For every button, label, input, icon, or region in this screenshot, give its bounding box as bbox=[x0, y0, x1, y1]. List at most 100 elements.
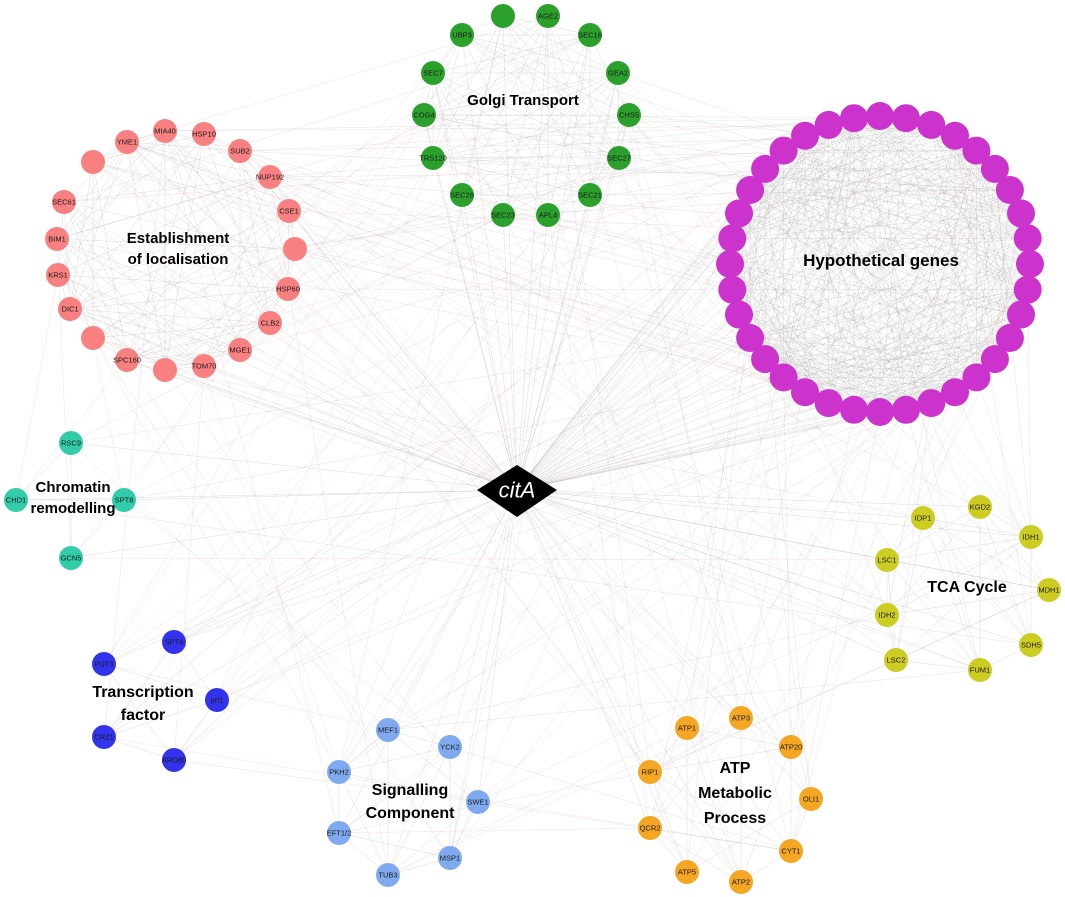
node-golgi-10[interactable]: TRS120 bbox=[419, 146, 447, 170]
node-tca-5[interactable]: IDH2 bbox=[875, 603, 899, 627]
node-tca-0[interactable]: IDP1 bbox=[911, 506, 935, 530]
node-atp-8[interactable]: ATP2 bbox=[729, 870, 753, 894]
node-hypothetical-31[interactable] bbox=[751, 154, 780, 183]
node-tca-3[interactable]: LSC1 bbox=[875, 548, 899, 572]
node-hypothetical-14[interactable] bbox=[962, 363, 991, 392]
node-hypothetical-15[interactable] bbox=[941, 378, 969, 407]
node-hypothetical-27[interactable] bbox=[716, 250, 744, 278]
node-hypothetical-33[interactable] bbox=[791, 121, 819, 150]
node-hypothetical-9[interactable] bbox=[1016, 250, 1044, 278]
node-hypothetical-25[interactable] bbox=[725, 300, 753, 329]
node-localisation-14[interactable]: KRS1 bbox=[46, 263, 70, 287]
node-localisation-10[interactable] bbox=[153, 358, 177, 382]
node-hypothetical-18[interactable] bbox=[866, 398, 894, 426]
node-transcription-3[interactable]: CRZ1 bbox=[92, 725, 116, 749]
node-signalling-2[interactable]: PKH2 bbox=[327, 760, 351, 784]
node-atp-0[interactable]: ATP1 bbox=[675, 716, 699, 740]
node-golgi-11[interactable]: COG4 bbox=[412, 103, 436, 127]
node-chromatin-2[interactable]: SPT8 bbox=[112, 488, 136, 512]
node-atp-1[interactable]: ATP3 bbox=[729, 706, 753, 730]
node-signalling-4[interactable]: EFT1/2 bbox=[327, 821, 352, 845]
node-hypothetical-8[interactable] bbox=[1013, 224, 1042, 253]
node-hypothetical-2[interactable] bbox=[917, 110, 946, 139]
node-transcription-0[interactable]: SPT6 bbox=[162, 630, 186, 654]
node-hypothetical-19[interactable] bbox=[840, 395, 868, 424]
node-golgi-3[interactable]: GEA2 bbox=[606, 61, 630, 85]
node-hypothetical-35[interactable] bbox=[840, 104, 868, 133]
node-signalling-3[interactable]: SWE1 bbox=[466, 790, 490, 814]
node-golgi-7[interactable]: APL4 bbox=[536, 203, 560, 227]
node-golgi-6[interactable]: SEC21 bbox=[578, 183, 602, 207]
node-localisation-3[interactable]: NUP192 bbox=[256, 165, 284, 189]
node-localisation-12[interactable] bbox=[81, 326, 105, 350]
node-tca-1[interactable]: KGD2 bbox=[968, 495, 992, 519]
node-hypothetical-7[interactable] bbox=[1007, 199, 1035, 228]
node-localisation-8[interactable]: MGE1 bbox=[228, 338, 252, 362]
node-localisation-18[interactable]: YME1 bbox=[115, 130, 139, 154]
node-atp-5[interactable]: QCR2 bbox=[638, 816, 662, 840]
node-hypothetical-26[interactable] bbox=[718, 275, 747, 304]
node-atp-2[interactable]: ATP20 bbox=[779, 735, 803, 759]
node-chromatin-3[interactable]: GCN5 bbox=[59, 546, 83, 570]
node-tca-7[interactable]: SDH5 bbox=[1019, 633, 1043, 657]
node-tca-6[interactable]: LSC2 bbox=[884, 648, 908, 672]
node-hypothetical-3[interactable] bbox=[941, 121, 969, 150]
node-chromatin-0[interactable]: RSC9 bbox=[59, 431, 83, 455]
node-hypothetical-17[interactable] bbox=[892, 395, 920, 424]
node-hypothetical-12[interactable] bbox=[995, 324, 1024, 352]
node-golgi-8[interactable]: SEC23 bbox=[491, 203, 515, 227]
node-hypothetical-10[interactable] bbox=[1013, 275, 1042, 304]
node-golgi-13[interactable]: UBP3 bbox=[450, 23, 474, 47]
node-golgi-0[interactable] bbox=[491, 4, 515, 28]
node-hypothetical-16[interactable] bbox=[917, 389, 946, 418]
node-hypothetical-21[interactable] bbox=[791, 378, 819, 407]
node-localisation-4[interactable]: CSE1 bbox=[277, 199, 301, 223]
node-hypothetical-4[interactable] bbox=[962, 136, 991, 165]
node-hypothetical-5[interactable] bbox=[980, 154, 1009, 183]
node-localisation-9[interactable]: TOM70 bbox=[192, 354, 217, 378]
node-signalling-1[interactable]: YCK2 bbox=[438, 735, 462, 759]
node-localisation-0[interactable]: MIA40 bbox=[153, 119, 177, 143]
node-localisation-11[interactable]: SPC160 bbox=[113, 348, 141, 372]
node-localisation-17[interactable] bbox=[81, 150, 105, 174]
node-hypothetical-6[interactable] bbox=[995, 176, 1024, 204]
node-hypothetical-22[interactable] bbox=[769, 363, 798, 392]
node-hypothetical-11[interactable] bbox=[1007, 300, 1035, 329]
node-golgi-5[interactable]: SEC27 bbox=[607, 146, 631, 170]
node-localisation-5[interactable] bbox=[283, 237, 307, 261]
node-atp-4[interactable]: OLI1 bbox=[799, 787, 823, 811]
node-signalling-6[interactable]: TUB3 bbox=[376, 863, 400, 887]
node-golgi-4[interactable]: CHS5 bbox=[617, 103, 641, 127]
node-localisation-2[interactable]: SUB2 bbox=[228, 139, 252, 163]
node-localisation-15[interactable]: BIM1 bbox=[45, 227, 69, 251]
node-hypothetical-13[interactable] bbox=[980, 345, 1009, 374]
node-hypothetical-23[interactable] bbox=[751, 345, 780, 374]
node-chromatin-1[interactable]: CHD1 bbox=[4, 488, 28, 512]
node-localisation-6[interactable]: HSP60 bbox=[276, 277, 300, 301]
node-atp-7[interactable]: ATP5 bbox=[675, 860, 699, 884]
node-atp-6[interactable]: CYT1 bbox=[779, 839, 803, 863]
node-localisation-7[interactable]: CLB2 bbox=[258, 311, 282, 335]
node-hypothetical-24[interactable] bbox=[736, 324, 765, 352]
node-localisation-16[interactable]: SEC61 bbox=[52, 190, 76, 214]
node-tca-8[interactable]: FUM1 bbox=[968, 658, 992, 682]
node-golgi-9[interactable]: SEC26 bbox=[450, 183, 474, 207]
node-transcription-1[interactable]: PUT3 bbox=[92, 652, 116, 676]
center-node[interactable]: citA bbox=[477, 465, 557, 517]
node-localisation-13[interactable]: DIC1 bbox=[58, 297, 82, 321]
node-signalling-5[interactable]: MSP1 bbox=[438, 846, 462, 870]
node-tca-2[interactable]: IDH1 bbox=[1019, 525, 1043, 549]
node-hypothetical-29[interactable] bbox=[725, 199, 753, 228]
node-hypothetical-34[interactable] bbox=[814, 110, 843, 139]
node-hypothetical-32[interactable] bbox=[769, 136, 798, 165]
node-signalling-0[interactable]: MEF1 bbox=[376, 718, 400, 742]
node-golgi-12[interactable]: SEC7 bbox=[421, 61, 445, 85]
node-hypothetical-1[interactable] bbox=[892, 104, 920, 133]
node-hypothetical-28[interactable] bbox=[718, 224, 747, 253]
node-golgi-2[interactable]: SEC16 bbox=[578, 23, 602, 47]
node-transcription-2[interactable]: prt1 bbox=[205, 688, 229, 712]
node-tca-4[interactable]: MDH1 bbox=[1037, 578, 1061, 602]
node-hypothetical-30[interactable] bbox=[736, 176, 765, 204]
node-localisation-1[interactable]: HSP10 bbox=[192, 122, 216, 146]
node-hypothetical-20[interactable] bbox=[814, 389, 843, 418]
